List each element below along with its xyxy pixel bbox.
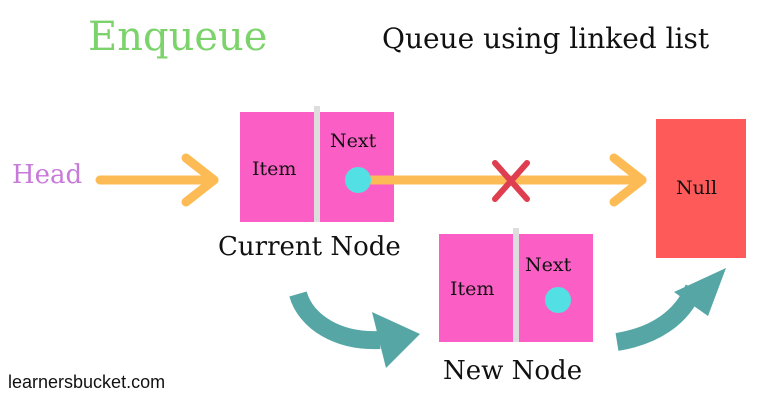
head-pointer-arrow xyxy=(95,153,219,207)
new-node-item-label: Item xyxy=(450,278,495,300)
new-node: Item Next xyxy=(439,228,593,342)
new-node-item-cell: Item xyxy=(439,234,513,342)
next-pointer-arrow xyxy=(353,153,647,207)
cross-icon xyxy=(492,160,530,202)
current-node-item-label: Item xyxy=(252,158,297,180)
curved-arrow-into-new-node xyxy=(289,290,420,368)
new-next-pointer-dot xyxy=(545,287,571,313)
footer-watermark: learnersbucket.com xyxy=(8,372,166,392)
current-node-next-label: Next xyxy=(330,130,377,152)
new-node-next-label: Next xyxy=(525,254,572,276)
current-node-next-cell: Next xyxy=(320,112,394,222)
null-box: Null xyxy=(656,119,746,258)
enqueue-title: Enqueue xyxy=(88,14,268,60)
diagram-title: Queue using linked list xyxy=(382,22,710,55)
new-node-caption: New Node xyxy=(443,356,583,386)
current-node: Item Next xyxy=(240,106,394,222)
new-node-divider xyxy=(513,228,519,342)
current-node-divider xyxy=(314,106,320,222)
head-label: Head xyxy=(12,160,83,190)
current-node-item-cell: Item xyxy=(240,112,314,222)
null-label: Null xyxy=(676,177,718,199)
current-node-caption: Current Node xyxy=(218,232,401,262)
current-next-pointer-dot xyxy=(345,167,371,193)
curved-arrow-to-null xyxy=(615,268,726,351)
